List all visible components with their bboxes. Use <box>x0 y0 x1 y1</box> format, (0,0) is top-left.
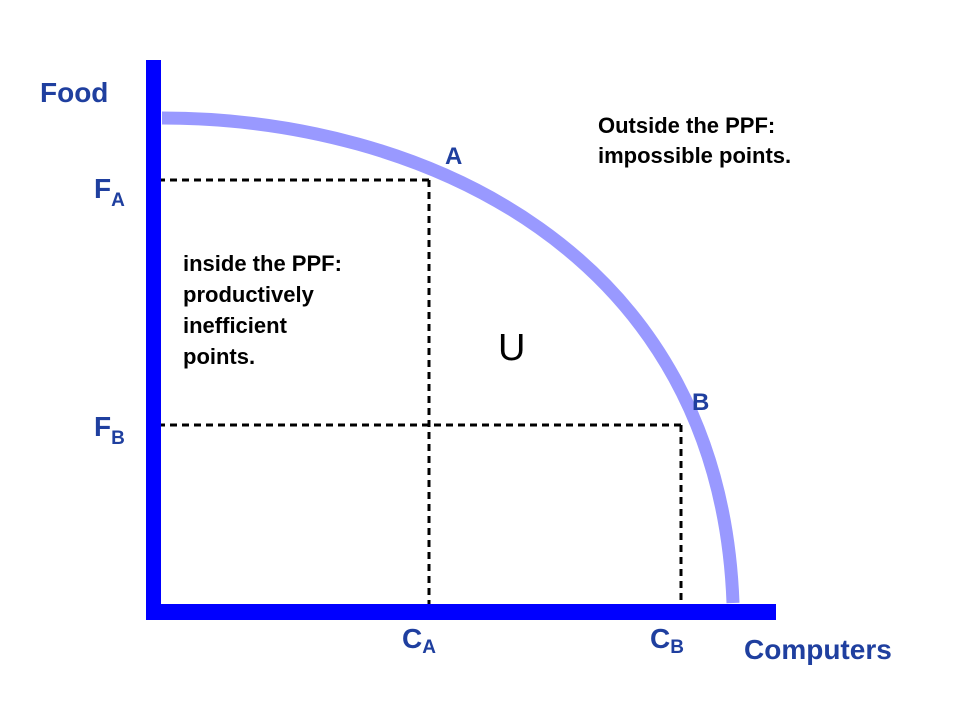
tick-label-ca: CA <box>402 623 436 658</box>
tick-fb-main: F <box>94 411 111 442</box>
tick-fa-main: F <box>94 173 111 204</box>
tick-label-fb: FB <box>94 411 125 449</box>
dashed-guides <box>158 178 683 610</box>
tick-fa-sub: A <box>111 190 125 211</box>
tick-label-cb: CB <box>650 623 684 658</box>
note-inside-line-4: points. <box>183 344 255 369</box>
note-outside-line-1: Outside the PPF: <box>598 113 775 138</box>
point-label-a: A <box>445 143 462 170</box>
tick-label-fa: FA <box>94 173 125 211</box>
x-axis <box>146 604 776 620</box>
note-inside-line-3: inefficient <box>183 313 288 338</box>
note-inside-line-2: productively <box>183 282 315 307</box>
tick-ca-sub: A <box>422 637 436 658</box>
tick-cb-main: C <box>650 623 670 654</box>
tick-cb-sub: B <box>670 637 684 658</box>
tick-ca-main: C <box>402 623 422 654</box>
ppf-curve <box>161 111 740 604</box>
point-label-b: B <box>692 389 709 416</box>
y-axis-title: Food <box>40 77 108 108</box>
tick-fb-sub: B <box>111 428 125 449</box>
note-inside-line-1: inside the PPF: <box>183 251 342 276</box>
note-outside-line-2: impossible points. <box>598 143 791 168</box>
point-label-u: U <box>498 327 525 369</box>
x-axis-title: Computers <box>744 634 892 665</box>
y-axis <box>146 60 161 620</box>
